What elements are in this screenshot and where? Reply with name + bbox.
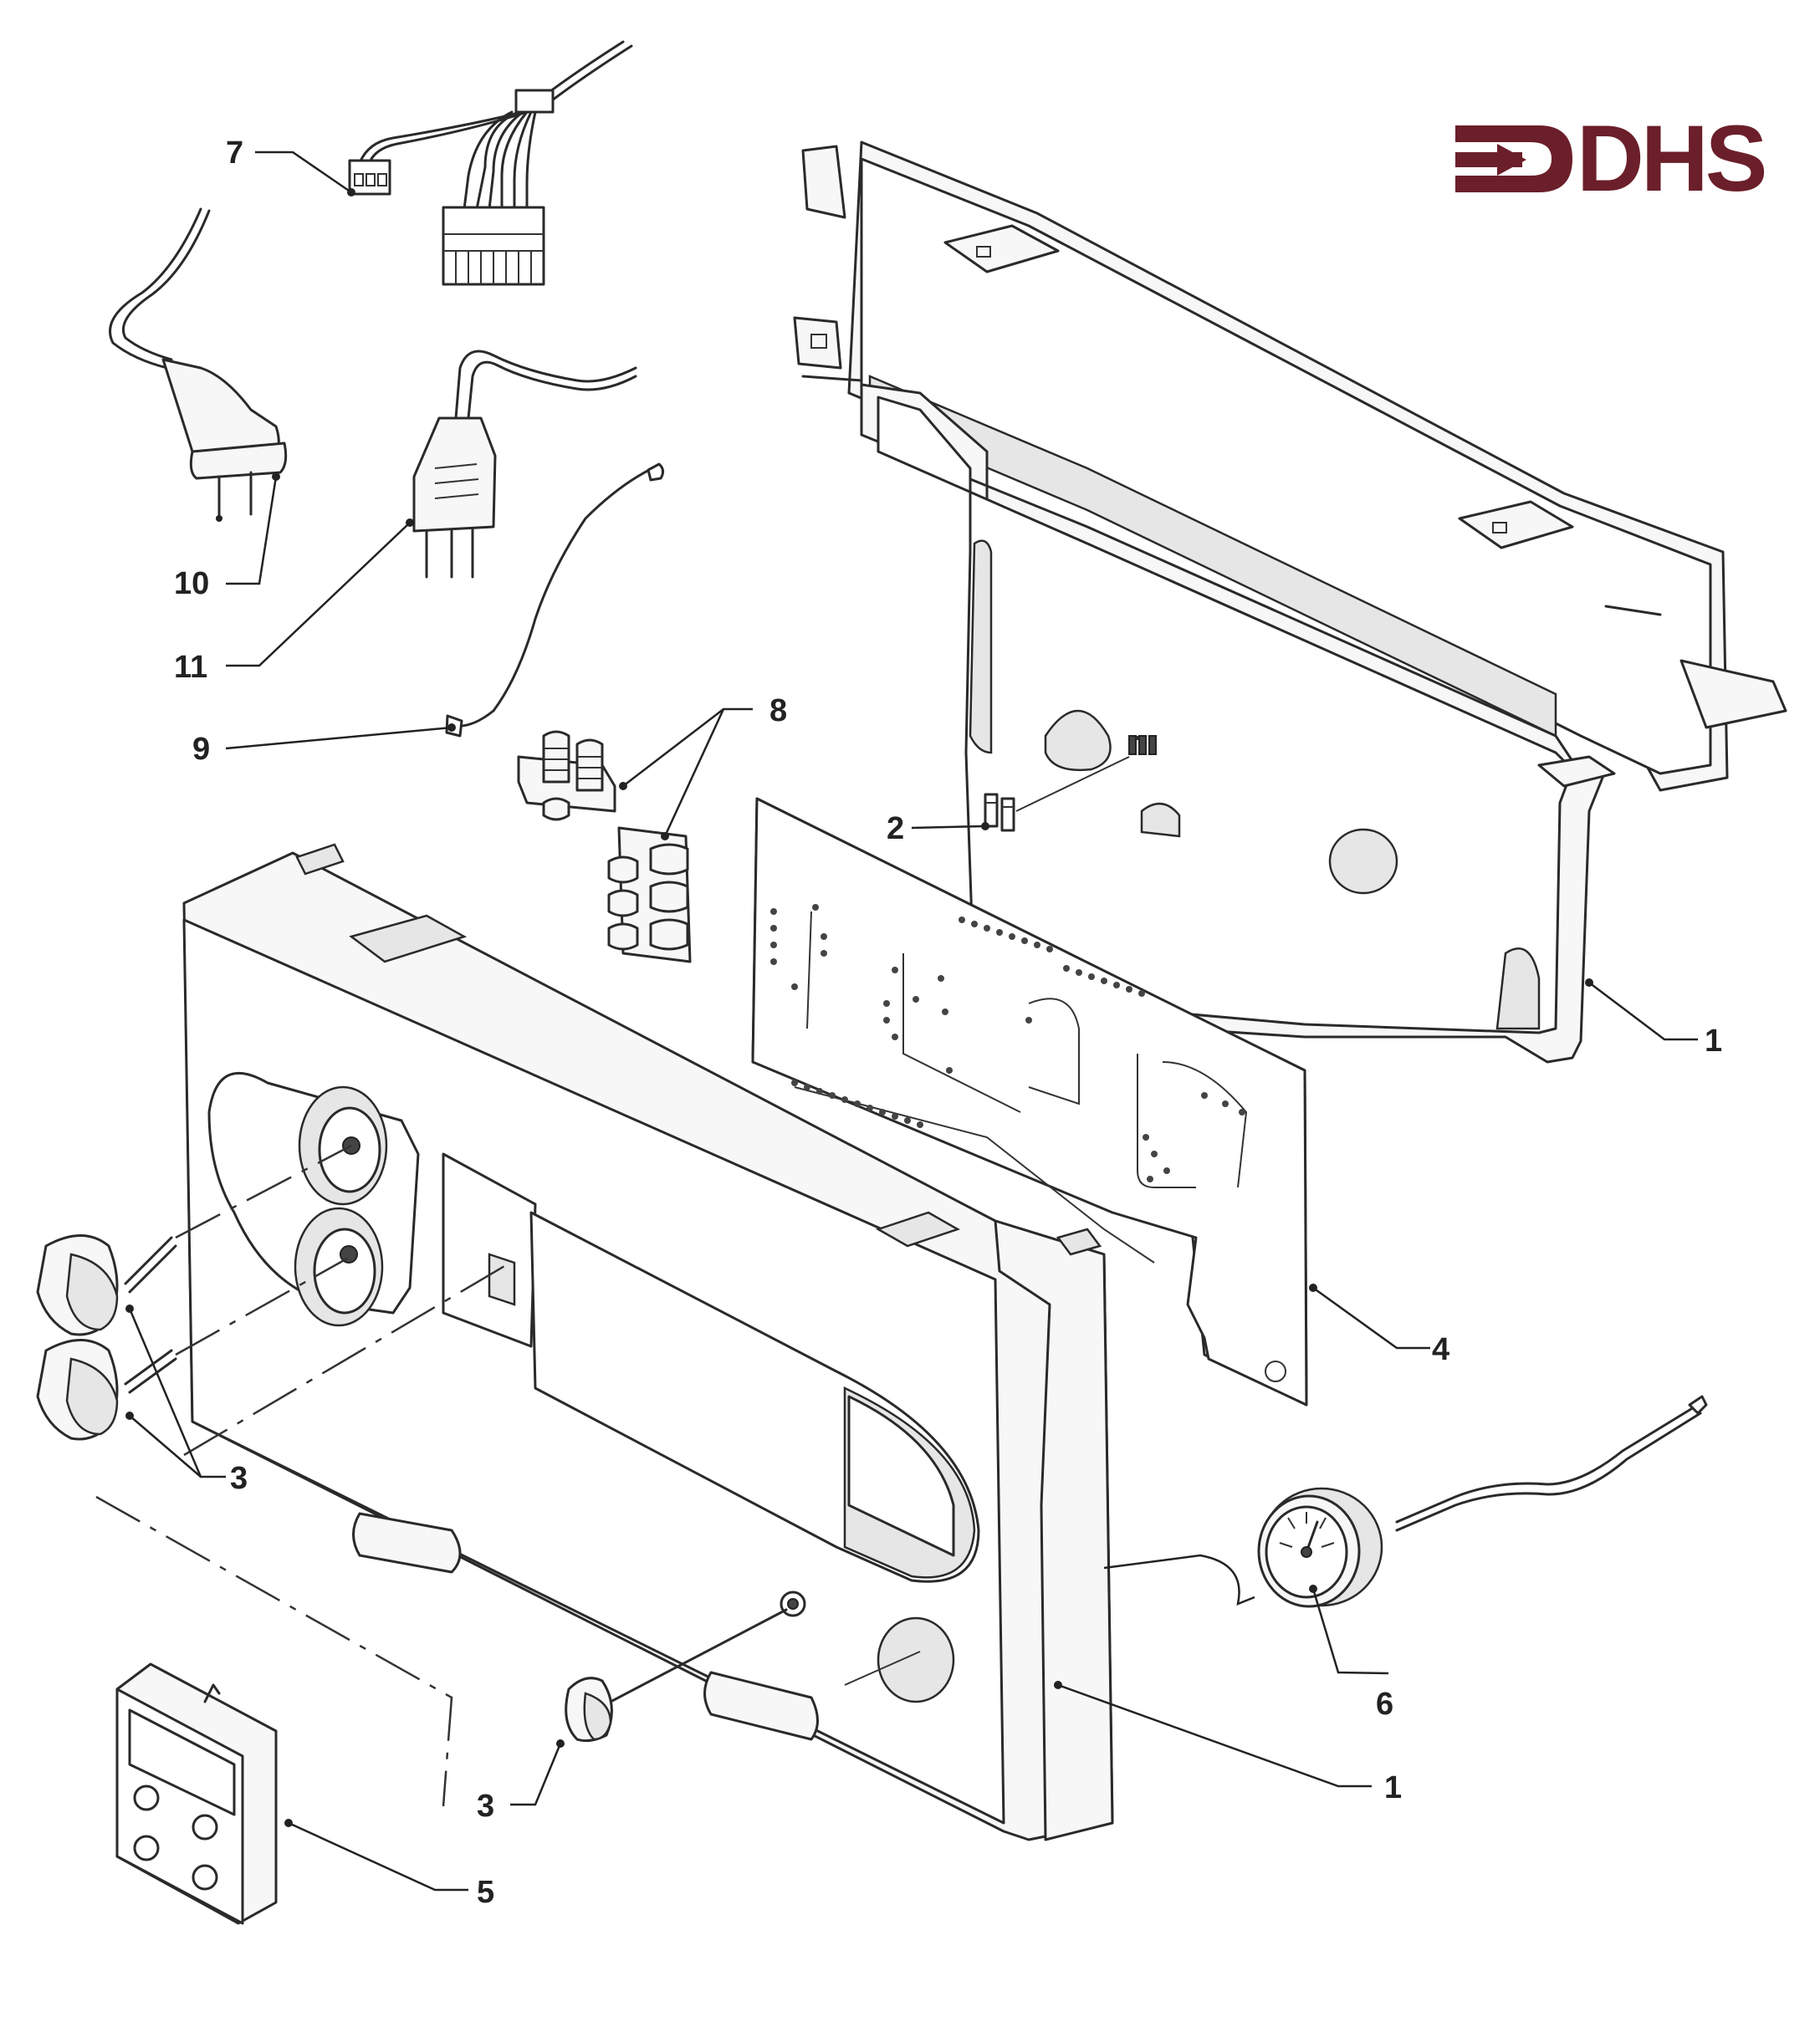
knob-lower (36, 1339, 177, 1441)
dhs-logo: DHS (1455, 106, 1768, 211)
callout-6: 6 (1376, 1687, 1393, 1722)
callout-1-bottom: 1 (1384, 1770, 1402, 1805)
callout-1-top: 1 (1705, 1024, 1722, 1059)
callout-5: 5 (477, 1875, 494, 1910)
mains-plug-euro (109, 207, 288, 522)
callout-4: 4 (1432, 1332, 1449, 1367)
callout-3-knobs: 3 (230, 1461, 248, 1496)
callout-10: 10 (174, 566, 209, 601)
knobs (36, 1234, 788, 1743)
callout-9: 9 (192, 732, 210, 767)
wiring-harness (348, 40, 633, 286)
callout-3-single: 3 (477, 1789, 494, 1824)
fuses (984, 756, 1130, 832)
knob-single (565, 1608, 788, 1743)
callout-11: 11 (174, 650, 207, 685)
knob-upper (36, 1234, 177, 1336)
pressure-gauge (1257, 1395, 1708, 1608)
circuit-board (751, 797, 1308, 1407)
mains-plug (412, 350, 637, 579)
terminal-blocks (517, 730, 692, 963)
leader-lines (125, 151, 1698, 1892)
callout-2: 2 (887, 811, 904, 846)
programmer (115, 1662, 278, 1925)
rear-housing (793, 140, 1787, 1064)
callout-labels: 7 10 11 9 8 2 1 4 3 6 1 3 5 (174, 135, 1722, 1910)
logo-text: DHS (1577, 106, 1765, 211)
callout-8: 8 (769, 693, 787, 728)
front-control-panel (182, 843, 1114, 1841)
callout-7: 7 (226, 135, 243, 171)
